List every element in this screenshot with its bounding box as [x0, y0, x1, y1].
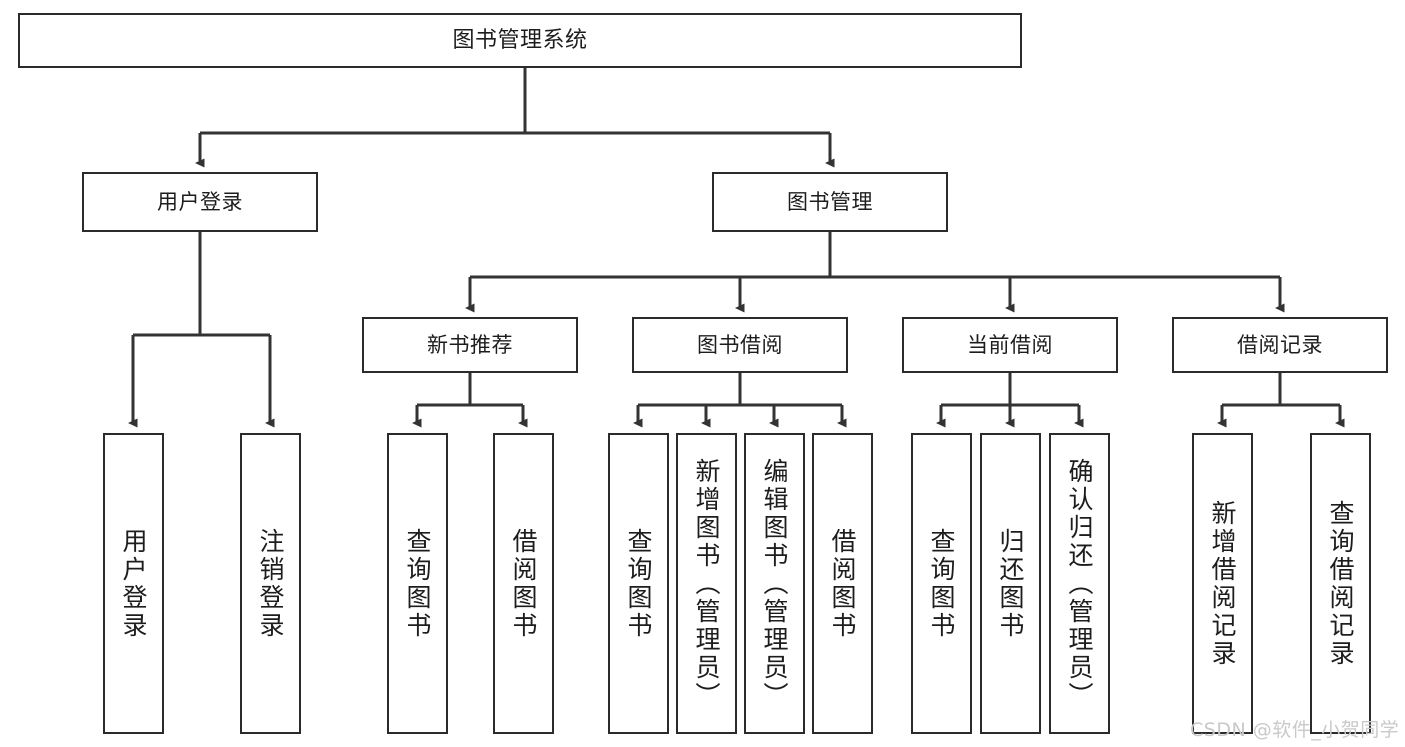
node-label: 当前借阅 — [967, 332, 1053, 357]
node-label: 用户登录 — [119, 527, 148, 640]
node-book-borrow[interactable]: 图书借阅 — [632, 317, 848, 373]
leaf-query-borrow-record[interactable]: 查询借阅记录 — [1310, 433, 1371, 734]
node-label: 查询借阅记录 — [1326, 499, 1355, 668]
node-label: 图书借阅 — [697, 332, 783, 357]
leaf-query-book-current[interactable]: 查询图书 — [911, 433, 972, 734]
leaf-borrow-book[interactable]: 借阅图书 — [812, 433, 873, 734]
leaf-query-book-recommend[interactable]: 查询图书 — [387, 433, 448, 734]
node-new-book-recommend[interactable]: 新书推荐 — [362, 317, 578, 373]
leaf-logout-login[interactable]: 注销登录 — [240, 433, 301, 734]
node-label: 图书管理系统 — [452, 27, 588, 53]
node-label: 新增借阅记录 — [1208, 499, 1237, 668]
node-label: 确认归还（管理员） — [1065, 457, 1094, 710]
node-label: 编辑图书（管理员） — [760, 457, 789, 710]
node-label: 用户登录 — [157, 189, 243, 214]
node-label: 查询图书 — [403, 527, 432, 640]
node-label: 借阅记录 — [1237, 332, 1323, 357]
csdn-watermark: CSDN @软件_小贺同学 — [1190, 719, 1400, 741]
node-label: 图书管理 — [787, 189, 873, 214]
node-label: 查询图书 — [624, 527, 653, 640]
leaf-add-borrow-record[interactable]: 新增借阅记录 — [1192, 433, 1253, 734]
node-label: 新增图书（管理员） — [692, 457, 721, 710]
node-borrow-record[interactable]: 借阅记录 — [1172, 317, 1388, 373]
node-label: 查询图书 — [927, 527, 956, 640]
node-user-login[interactable]: 用户登录 — [82, 172, 318, 232]
node-book-management[interactable]: 图书管理 — [712, 172, 948, 232]
node-label: 借阅图书 — [828, 527, 857, 640]
leaf-query-book-borrow[interactable]: 查询图书 — [608, 433, 669, 734]
leaf-user-login[interactable]: 用户登录 — [103, 433, 164, 734]
node-label: 新书推荐 — [427, 332, 513, 357]
node-label: 归还图书 — [996, 527, 1025, 640]
node-root-system[interactable]: 图书管理系统 — [18, 13, 1022, 68]
leaf-borrow-book-recommend[interactable]: 借阅图书 — [493, 433, 554, 734]
leaf-edit-book-admin[interactable]: 编辑图书（管理员） — [744, 433, 805, 734]
node-label: 注销登录 — [256, 527, 285, 640]
leaf-return-book[interactable]: 归还图书 — [980, 433, 1041, 734]
leaf-add-book-admin[interactable]: 新增图书（管理员） — [676, 433, 737, 734]
leaf-confirm-return-admin[interactable]: 确认归还（管理员） — [1049, 433, 1110, 734]
node-current-borrow[interactable]: 当前借阅 — [902, 317, 1118, 373]
node-label: 借阅图书 — [509, 527, 538, 640]
